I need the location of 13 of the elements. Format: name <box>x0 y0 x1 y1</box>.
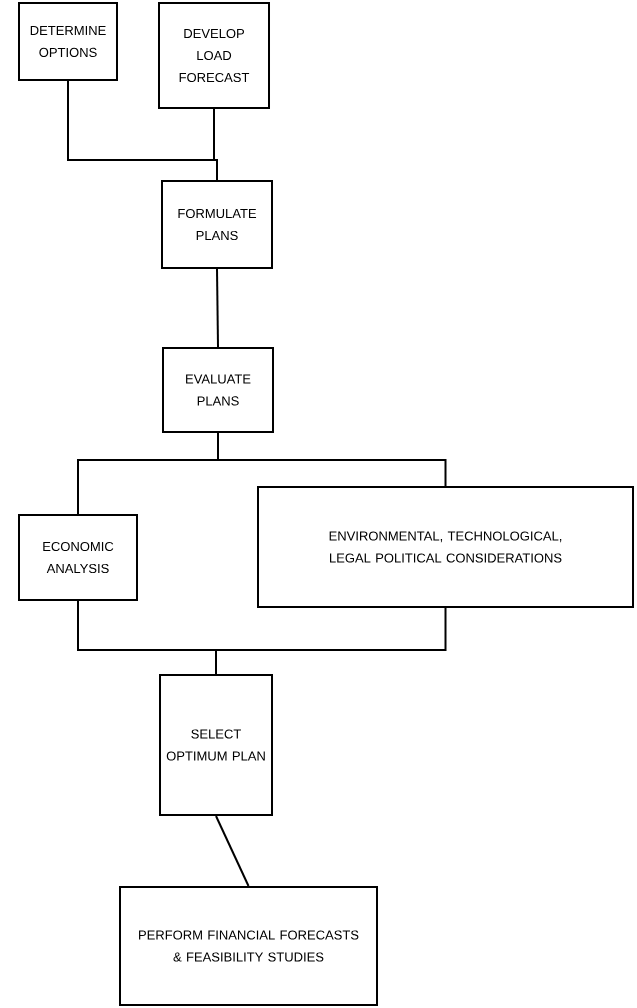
process-box: ENVIRONMENTAL, TECHNOLOGICAL, LEGAL POLITICAL CONSIDERATIONS <box>257 486 634 608</box>
process-box: PERFORM FINANCIAL FORECASTS & FEASIBILITY STUDIES <box>119 886 378 1006</box>
connector-line <box>217 432 447 487</box>
connector-line <box>215 607 447 675</box>
connector-line <box>213 108 218 181</box>
connector-line <box>216 268 219 348</box>
process-box: DEVELOP LOAD FORECAST <box>158 2 270 109</box>
process-box: DETERMINE OPTIONS <box>18 2 118 81</box>
process-box: SELECT OPTIMUM PLAN <box>159 674 273 816</box>
process-box: FORMULATE PLANS <box>161 180 273 269</box>
connector-line <box>215 815 250 887</box>
process-box: ECONOMIC ANALYSIS <box>18 514 138 601</box>
process-box: EVALUATE PLANS <box>162 347 274 433</box>
